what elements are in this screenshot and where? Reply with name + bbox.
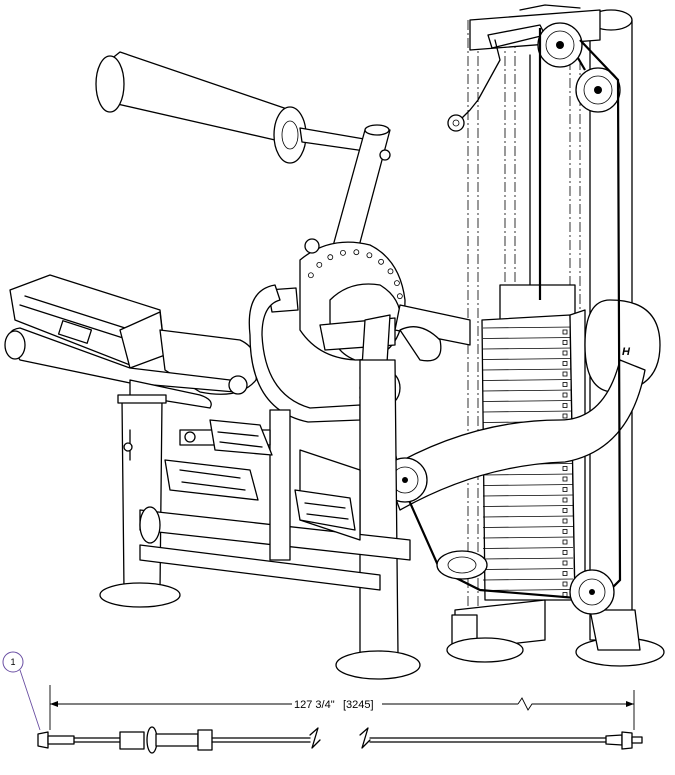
- foot-plates: [164, 419, 356, 531]
- dimension-line: 127 3/4" [3245]: [49, 685, 635, 730]
- top-pulley-pair: [537, 22, 621, 113]
- callout-balloon: 1: [2, 651, 41, 731]
- handle-tubes: [4, 327, 248, 409]
- svg-text:H: H: [622, 346, 631, 358]
- dimension-metric: [3245]: [343, 699, 374, 711]
- tower-base: [446, 599, 665, 667]
- callout-number: 1: [10, 657, 15, 667]
- curved-main-frame: [384, 359, 646, 511]
- back-pad: [9, 274, 166, 369]
- frame-loop: [248, 284, 361, 423]
- pivot-disk: [267, 238, 471, 399]
- cable-assembly: [37, 726, 643, 754]
- dimension-imperial: 127 3/4": [294, 699, 335, 711]
